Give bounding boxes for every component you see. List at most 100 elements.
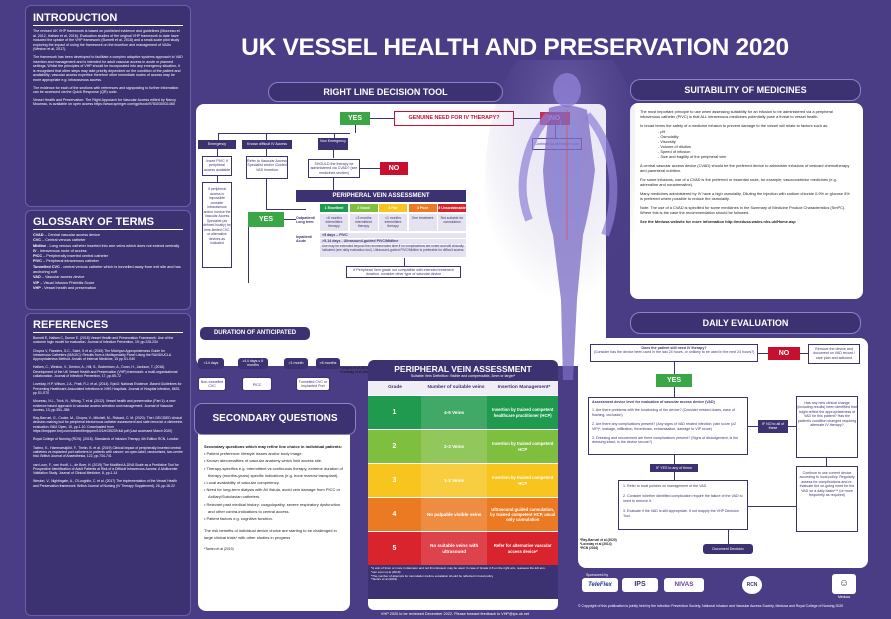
daily-heading-bar: DAILY EVALUATION	[630, 312, 861, 334]
glossary-def: – Visual Infusion Phlebitis Score	[39, 280, 95, 285]
peripheral-impossible-box: If peripheral access is impossible consi…	[202, 182, 232, 268]
non-emergency-box: Non Emergency	[318, 138, 348, 150]
daily-heading: DAILY EVALUATION	[702, 318, 789, 328]
outpatient-cell: <1 months intermittent therapy	[379, 214, 407, 231]
pva-mini-grade: 2 Good	[349, 204, 378, 212]
reference-item: Loveday, H.P, Wilson, J.A., Pratt, R.J. …	[33, 382, 182, 395]
pva-footnote: *van Loon et al (2019)	[371, 569, 401, 574]
reference-item: Moureau, N.L., Trick, N., Nifong, T. et …	[33, 399, 176, 412]
daily-assess-item: 3. Dressing and securement are there com…	[592, 436, 739, 445]
device-box-non-tunnelled: Non-tunnelled CVC	[198, 377, 226, 391]
device-box-picc: PICC	[242, 377, 272, 391]
glossary-def: – Central venous catheter	[41, 238, 86, 243]
outpatient-cell: <6 months intermittent therapy	[320, 214, 348, 231]
secondary-heading: SECONDARY QUESTIONS	[212, 413, 338, 424]
decision-tool-refs: *Chopra et al (2015) *Loveday et al (201…	[340, 366, 372, 375]
inpatient-cell-pivc: <5 days – PIVC	[320, 233, 466, 238]
glossary-term: PIVC	[33, 259, 42, 264]
peripheral-poor-box: If Peripheral Vein grade not compatible …	[346, 266, 461, 278]
pva-col-veins: Number of suitable veins	[427, 385, 485, 390]
daily-escalate-item: 3. Evaluate if the VAD is still appropri…	[623, 509, 739, 518]
daily-q1-sub: (Consider has the device been used in th…	[593, 350, 755, 355]
should-cvad-box: SHOULD the therapy be administered via C…	[308, 159, 360, 178]
pva-veins-cell: 2-3 Veins	[420, 430, 488, 463]
medicine-factor: - Size and fragility of the peripheral v…	[658, 154, 727, 159]
outpatient-cell: One treatment	[408, 214, 437, 231]
secondary-item: • Relevant past medical history: coagulo…	[204, 501, 341, 514]
secondary-item: • Patient preference: lifestyle issues a…	[204, 451, 303, 457]
daily-assess-heading: Assessment device level for evaluation o…	[592, 400, 715, 404]
daily-clinical-box: Has any new clinical change (including r…	[796, 396, 858, 458]
secondary-panel: SECONDARY QUESTIONS Secondary questions …	[194, 403, 356, 611]
genuine-need-question: GENUINE NEED FOR IV THERAPY?	[394, 111, 514, 126]
daily-q1-text: Does the patient still need IV therapy?	[641, 346, 707, 350]
pva-grade-cell: 2	[392, 443, 397, 450]
glossary-term: CVAD	[33, 233, 44, 237]
decision-tool-panel: YES GENUINE NEED FOR IV THERAPY? NO Cont…	[196, 104, 606, 366]
daily-q1: Does the patient still need IV therapy? …	[590, 344, 758, 362]
introduction-heading: INTRODUCTION	[33, 12, 183, 26]
pva-grade-cell: 1	[392, 409, 397, 416]
decision-tool-heading-bar: RIGHT LINE DECISION TOOL	[268, 82, 503, 102]
secondary-intro: Secondary questions which may refine lin…	[204, 444, 343, 449]
sponsored-label: Sponsored by	[586, 573, 609, 577]
logo-strip: Sponsored by TeleFlex IPS NIVAS RCN ☺ Me…	[578, 570, 868, 614]
daily-no-button: NO	[768, 347, 800, 360]
secondary-item: • Patient factors e.g. cognitive functio…	[204, 516, 273, 522]
daily-if-yes: IF YES to any of these	[650, 464, 698, 472]
page-title: UK VESSEL HEALTH AND PRESERVATION 2020	[241, 34, 789, 61]
medicines-heading-bar: SUITABILITY OF MEDICINES	[630, 79, 861, 101]
rcn-logo: RCN	[742, 576, 762, 594]
medicines-p4: For some infusions, use of a CVAD is the…	[640, 177, 837, 187]
daily-assess-item: 2. Are there any complications present? …	[592, 422, 737, 431]
glossary-term: PICC	[33, 254, 43, 259]
document-decision: Document Decision	[703, 544, 753, 554]
intro-paragraph: The evidence for each of the sections wi…	[33, 85, 179, 95]
pva-table-footnotes: *A vein of 3mm or more in diameter and n…	[368, 565, 558, 599]
pva-footnote: *Taxbro et al (2019)	[371, 577, 398, 582]
pva-veins-cell: No suitable veins with ultrasound	[420, 532, 488, 565]
medusa-logo: ☺	[832, 574, 856, 594]
no-button: NO	[540, 112, 570, 125]
daily-panel: Does the patient still need IV therapy? …	[578, 338, 868, 568]
intro-paragraph: The revised UK VHP framework is based on…	[33, 29, 180, 52]
daily-escalate-item: 2. Consider whether identified complicat…	[623, 494, 743, 503]
pva-mini-heading: PERIPHERAL VEIN ASSESSMENT	[296, 190, 466, 202]
inpatient-cell-note: Use may be extended beyond the recommend…	[320, 244, 466, 257]
insert-pivc-box: Insert PIVC if peripheral access availab…	[202, 156, 232, 176]
medicines-factors: - pH- Osmolality- Viscosity- Volume of d…	[658, 129, 853, 159]
pva-mgmt-cell: Refer for alternative vascular access de…	[493, 543, 552, 554]
medicines-p6: Note: The use of a CVAD is specified for…	[640, 205, 846, 215]
glossary-term: Midline	[33, 243, 47, 248]
medicine-factor: - Speed of infusion	[658, 149, 691, 154]
decision-tool-heading: RIGHT LINE DECISION TOOL	[323, 87, 448, 97]
reference-item: Taxbro, K., Hammarskjöld, F., Thelin, B.…	[33, 445, 183, 459]
duration-heading: DURATION OF ANTICIPATED THERAPY?	[200, 327, 310, 349]
reference-item: van Loon, F., van Hooff, L., de Boer, H.…	[33, 462, 179, 476]
pva-mini-grade: 3 Fair	[379, 204, 407, 212]
secondary-item: • Need for long-term dialysis with AV fi…	[204, 487, 341, 500]
inpatient-cell-midline: >5-14 days - Ultrasound-guided PIVC/Midl…	[320, 239, 466, 244]
pva-mini-grade: 4 Poor	[408, 204, 437, 212]
ips-logo-text: IPS	[634, 581, 646, 588]
glossary-term: IV	[33, 248, 37, 253]
daily-refs: *Ray-Barruel et al (2020) *Loveday et al…	[580, 538, 617, 551]
daily-remove-box: Remove the device and document on VAD re…	[808, 344, 860, 364]
pva-mgmt-cell: Insertion by trained competent HCP	[492, 441, 554, 452]
references-heading: REFERENCES	[33, 319, 183, 333]
duration-box-2: ≥14 days ≤ 6 months	[238, 358, 268, 369]
pva-table-subheading: Suitable Vein Definition: Visible and co…	[368, 374, 558, 381]
glossary-term: CVC	[33, 238, 42, 243]
duration-box-1: <14 days	[198, 358, 224, 369]
medicines-panel: The most important principle to use when…	[630, 103, 863, 299]
pva-footnote: *A vein of 3mm or more in diameter and n…	[371, 566, 546, 570]
nivas-logo-text: NIVAS	[674, 581, 694, 588]
pva-grade-cell: 5	[392, 545, 397, 552]
daily-escalate-box: 1. Refer to local policies on management…	[618, 480, 748, 530]
reference-item: Hallam, C., Weston, V., Denton, A., Hill…	[33, 365, 178, 379]
